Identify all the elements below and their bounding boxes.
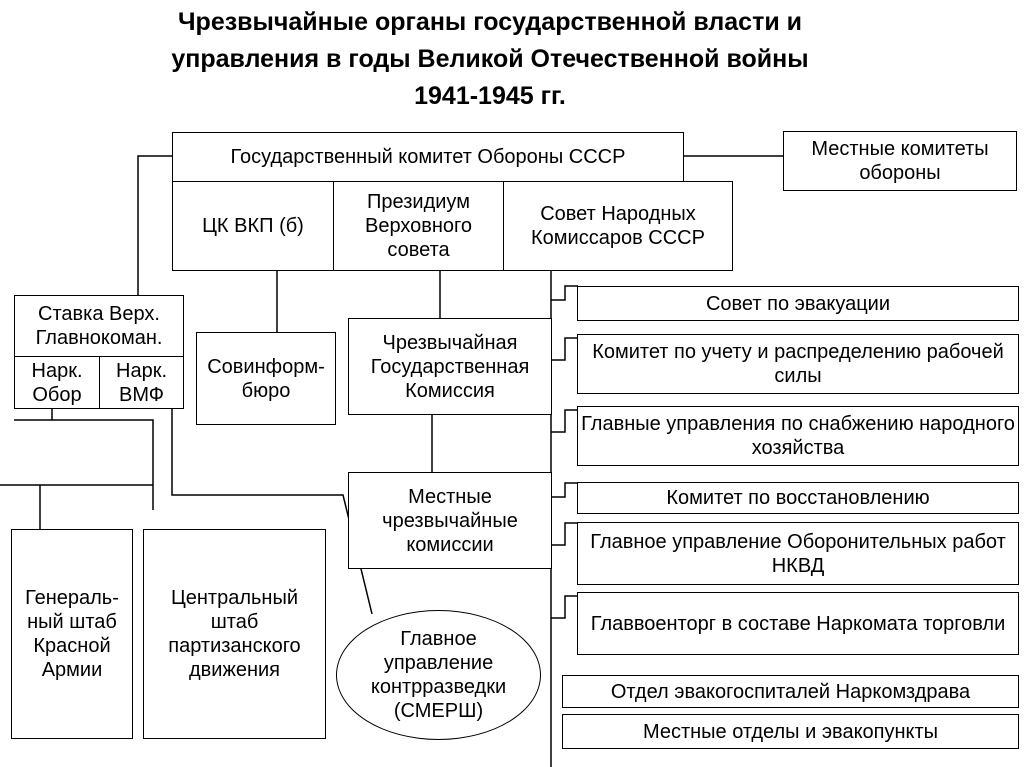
node-evacuation-hospitals-label: Отдел эвакогоспиталей Наркомздрава (610, 680, 971, 703)
node-labor-committee: Комитет по учету и распределению рабочей… (577, 334, 1019, 394)
title-line-3: 1941-1945 гг. (414, 82, 566, 110)
node-ck-vkp: ЦК ВКП (б) (172, 181, 334, 271)
node-gko: Государственный комитет Обороны СССР (172, 132, 684, 182)
node-partisan-hq-label: Центральный штаб партизанского движения (168, 587, 301, 681)
node-local-defense-committees: Местные комитеты обороны (783, 131, 1017, 191)
node-sovinformburo: Совинформ-бюро (196, 332, 336, 425)
node-gko-label: Государственный комитет Обороны СССР (230, 146, 626, 168)
connector-gko-stavka (137, 155, 172, 296)
connector-bus-glavvoentorg (551, 595, 578, 619)
connector-bus-evakuacia (551, 285, 578, 301)
node-nkvd-defense-works-label: Главное управление Оборонительных работ … (590, 530, 1006, 577)
node-restoration-committee: Комитет по восстановлению (577, 482, 1019, 514)
node-general-staff-label: Генераль-ный штаб Красной Армии (25, 587, 119, 681)
node-stavka: Ставка Верх. Главнокоман. (14, 295, 184, 357)
node-smersh: Главное управление контрразведки (СМЕРШ) (336, 610, 541, 740)
node-sovinformburo-label: Совинформ-бюро (207, 355, 325, 402)
node-supply-directorates: Главные управления по снабжению народног… (577, 406, 1019, 466)
title-line-2: управления в годы Великой Отечественной … (171, 45, 809, 73)
node-evacuation-hospitals: Отдел эвакогоспиталей Наркомздрава (562, 675, 1019, 708)
node-glavvoentorg-label: Главвоенторг в составе Наркомата торговл… (590, 612, 1006, 635)
connector-bus-snabzhenie (551, 409, 578, 433)
node-chgk-label: Чрезвычайная Государственная Комиссия (370, 331, 530, 402)
node-presidium-label: Президиум Верховного совета (364, 191, 473, 261)
node-nark-obor: Нарк. Обор (14, 356, 100, 409)
node-sovnarkom: Совет Народных Комиссаров СССР (503, 181, 733, 271)
node-nkvd-defense-works: Главное управление Оборонительных работ … (577, 522, 1019, 585)
node-local-evacuation-points-label: Местные отделы и эвакопункты (642, 720, 939, 743)
node-partisan-hq: Центральный штаб партизанского движения (143, 529, 326, 739)
node-restoration-committee-label: Комитет по восстановлению (666, 487, 930, 509)
node-smersh-label: Главное управление контрразведки (СМЕРШ) (370, 628, 507, 722)
connector-bus-rabsila (551, 337, 578, 361)
node-evacuation-council: Совет по эвакуации (577, 286, 1019, 321)
node-sovnarkom-label: Совет Народных Комиссаров СССР (531, 203, 705, 249)
node-local-evacuation-points: Местные отделы и эвакопункты (562, 714, 1019, 749)
node-nark-vmf-label: Нарк. ВМФ (116, 359, 167, 406)
node-glavvoentorg: Главвоенторг в составе Наркомата торговл… (577, 592, 1019, 655)
node-local-defense-committees-label: Местные комитеты обороны (811, 138, 989, 184)
node-chgk: Чрезвычайная Государственная Комиссия (348, 318, 552, 415)
connector-bus-vosstanovlenie (551, 482, 578, 498)
node-supply-directorates-label: Главные управления по снабжению народног… (581, 413, 1015, 459)
node-nark-vmf: Нарк. ВМФ (99, 356, 184, 409)
node-presidium: Президиум Верховного совета (333, 181, 504, 271)
connector-stavka-left (14, 419, 154, 510)
connector-bus-nkvd (551, 522, 578, 546)
node-general-staff: Генераль-ный штаб Красной Армии (11, 529, 133, 739)
node-stavka-label: Ставка Верх. Главнокоман. (35, 303, 163, 349)
title-line-1: Чрезвычайные органы государственной влас… (177, 8, 802, 36)
node-local-emergency-commissions: Местные чрезвычайные комиссии (348, 472, 552, 569)
node-evacuation-council-label: Совет по эвакуации (705, 292, 891, 315)
node-labor-committee-label: Комитет по учету и распределению рабочей… (592, 341, 1004, 387)
page-title: Чрезвычайные органы государственной влас… (40, 4, 940, 115)
node-nark-obor-label: Нарк. Обор (31, 359, 83, 406)
node-ck-vkp-label: ЦК ВКП (б) (202, 215, 304, 237)
node-local-emergency-commissions-label: Местные чрезвычайные комиссии (382, 485, 518, 556)
